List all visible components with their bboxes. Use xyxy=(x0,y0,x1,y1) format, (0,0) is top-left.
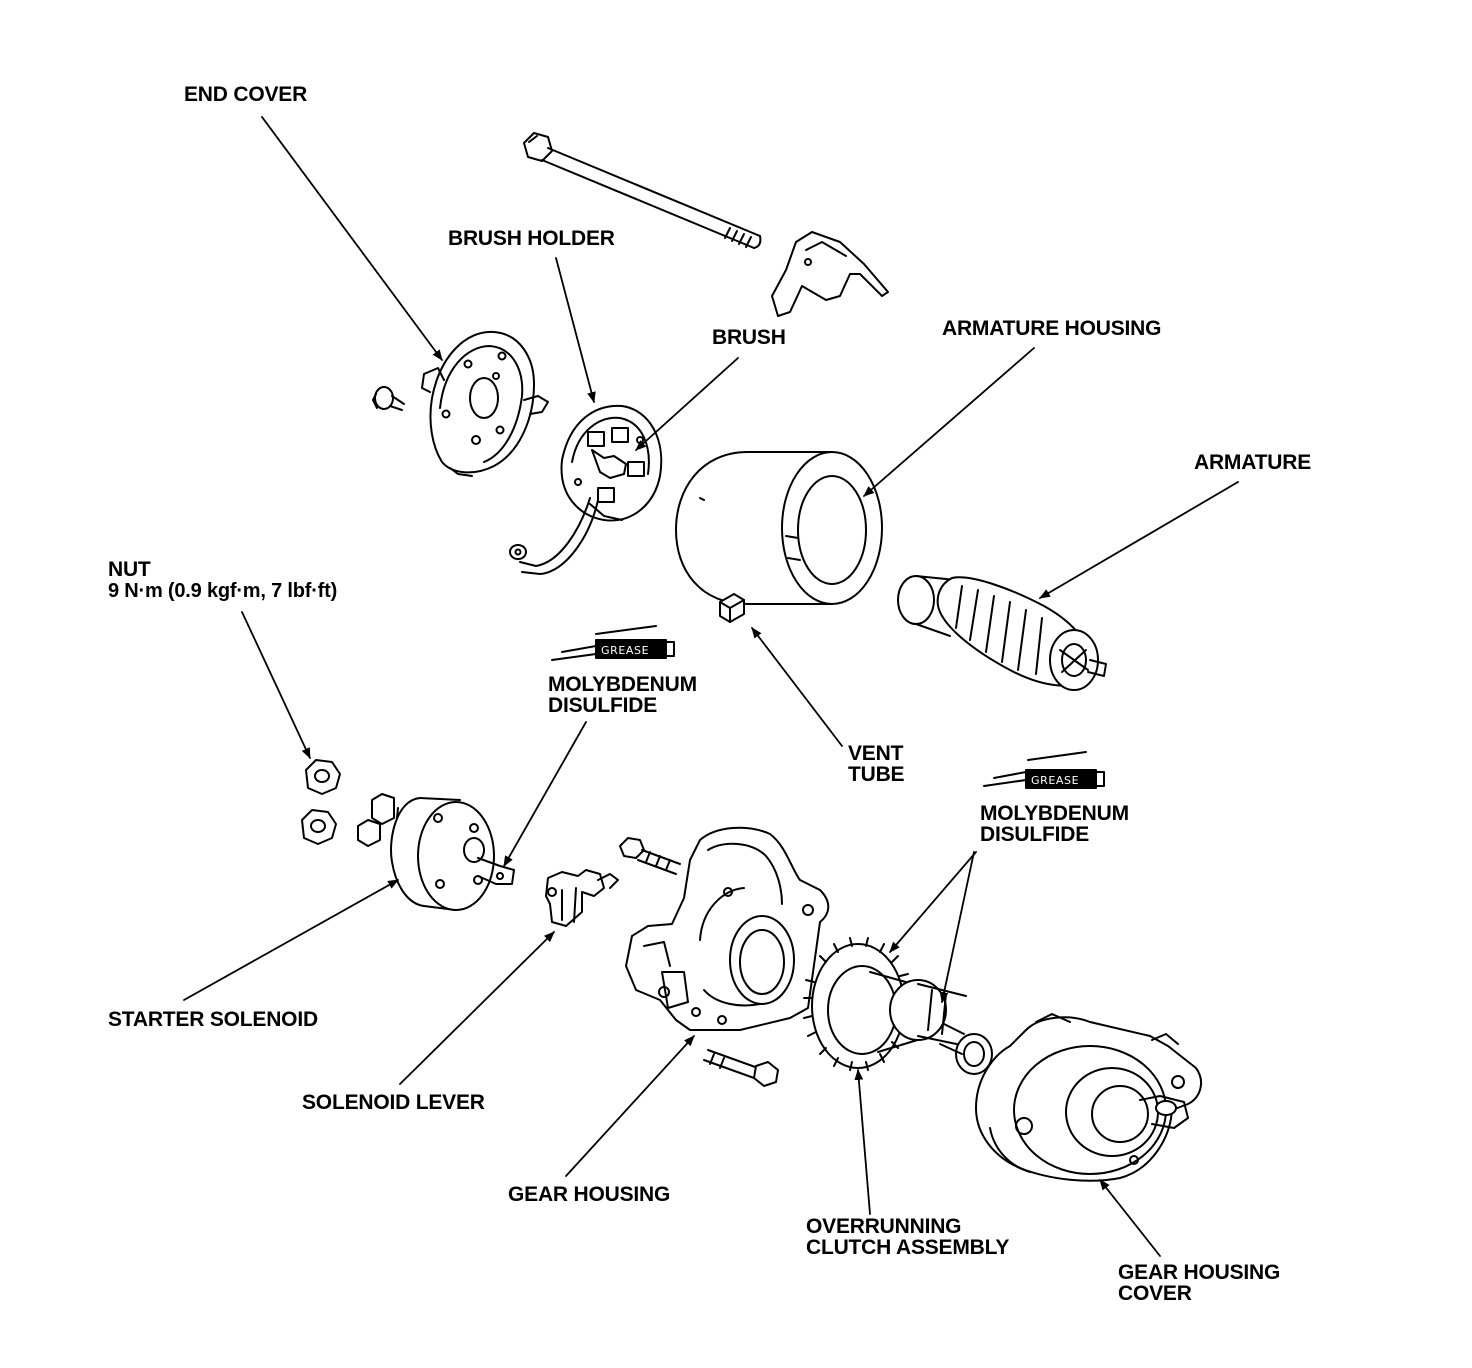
terminal-nut-lower xyxy=(301,809,337,845)
label-starter-solenoid: STARTER SOLENOID xyxy=(108,1008,318,1031)
gear-housing-bolt-upper xyxy=(619,837,681,875)
label-overrunning: OVERRUNNING xyxy=(806,1215,962,1238)
gear-housing xyxy=(625,826,830,1031)
label-end-cover: END COVER xyxy=(184,83,308,106)
starter-solenoid xyxy=(357,793,515,911)
armature xyxy=(897,575,1107,691)
leader-end-cover xyxy=(261,116,443,361)
label-molybdenum-2: MOLYBDENUM xyxy=(980,802,1129,825)
leader-clutch xyxy=(854,1068,871,1215)
label-nut-torque: 9 N·m (0.9 kgf·m, 7 lbf·ft) xyxy=(108,580,338,602)
label-disulfide-2: DISULFIDE xyxy=(980,823,1090,846)
grease-tube-label-1: GREASE xyxy=(601,644,649,657)
leader-solenoid-lever xyxy=(399,931,555,1085)
label-cover: COVER xyxy=(1118,1282,1192,1305)
leader-molybdenum-1 xyxy=(503,721,587,867)
leader-armature-housing xyxy=(863,347,1035,497)
label-brush: BRUSH xyxy=(712,326,786,349)
leader-gear-housing-cover xyxy=(1099,1179,1161,1257)
through-bolt xyxy=(523,132,762,249)
end-cover-screw xyxy=(372,386,405,411)
leader-armature xyxy=(1039,481,1239,599)
vent-tube xyxy=(719,593,745,623)
label-tube: TUBE xyxy=(848,763,905,786)
label-disulfide-1: DISULFIDE xyxy=(548,694,658,717)
gear-housing-cover xyxy=(975,1013,1203,1182)
label-armature-housing: ARMATURE HOUSING xyxy=(942,317,1162,340)
leader-gear-housing xyxy=(565,1035,695,1177)
label-gear-housing-cover: GEAR HOUSING xyxy=(1118,1261,1281,1284)
grease-tube-icon xyxy=(983,751,1105,789)
terminal-nut-upper xyxy=(305,759,341,795)
leader-brush-holder xyxy=(555,257,596,404)
label-clutch-assembly: CLUTCH ASSEMBLY xyxy=(806,1236,1010,1259)
leader-molybdenum-2b xyxy=(939,851,975,1004)
label-armature: ARMATURE xyxy=(1194,451,1311,474)
leader-brush xyxy=(635,357,739,451)
end-cover xyxy=(421,330,549,477)
grease-tube-label-2: GREASE xyxy=(1031,774,1079,787)
leader-lines xyxy=(183,116,1239,1257)
leader-molybdenum-2a xyxy=(889,851,977,953)
label-nut: NUT xyxy=(108,558,151,581)
label-molybdenum-1: MOLYBDENUM xyxy=(548,673,697,696)
solenoid-lever xyxy=(545,869,619,927)
label-brush-holder: BRUSH HOLDER xyxy=(448,227,615,250)
label-solenoid-lever: SOLENOID LEVER xyxy=(302,1091,485,1114)
brush-holder xyxy=(509,404,663,575)
leader-vent-tube xyxy=(751,627,843,747)
leader-nut xyxy=(241,611,311,759)
label-gear-housing: GEAR HOUSING xyxy=(508,1183,671,1206)
overrunning-clutch-assembly xyxy=(803,937,993,1075)
gear-housing-bolt-lower xyxy=(703,1049,779,1087)
armature-housing xyxy=(675,451,883,605)
label-vent: VENT xyxy=(848,742,904,765)
leader-starter-solenoid xyxy=(183,879,399,1001)
mounting-bracket xyxy=(771,231,889,317)
grease-tube-icon xyxy=(551,625,675,661)
